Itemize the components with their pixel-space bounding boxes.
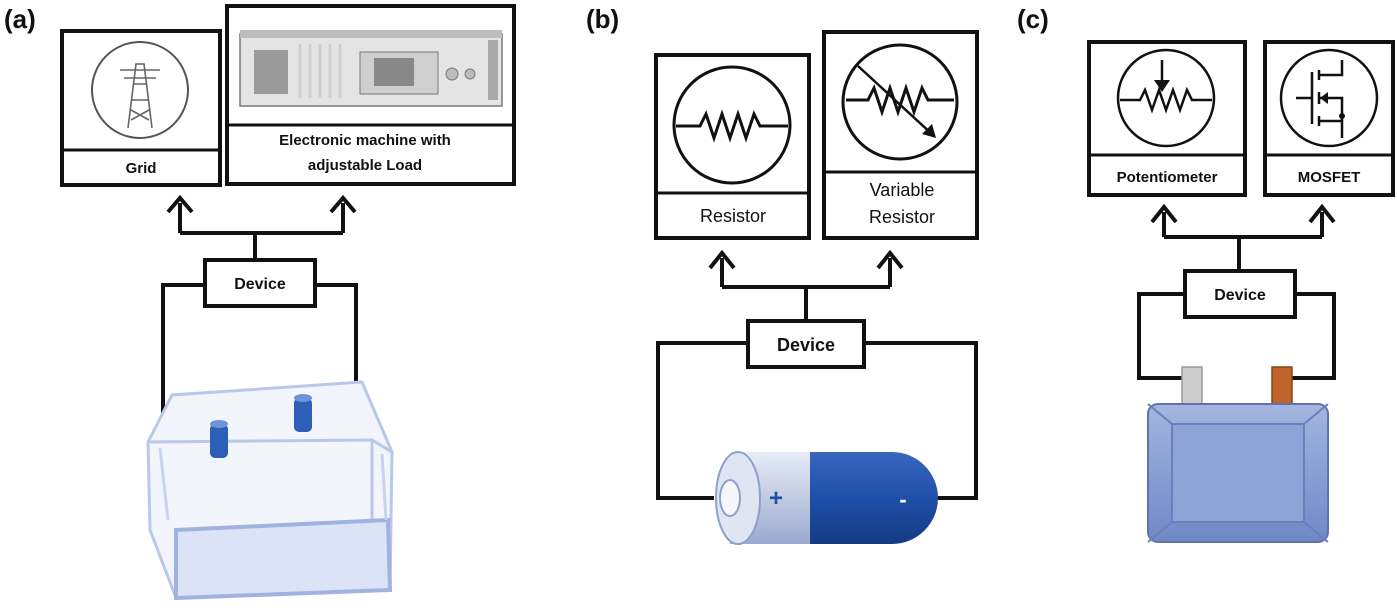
mosfet-icon: [1279, 48, 1379, 148]
panel-a: (a) Grid: [4, 4, 516, 601]
variable-resistor-icon: [841, 43, 959, 161]
panel-b-tag: (b): [586, 4, 619, 34]
electronic-load-machine-icon: [239, 30, 503, 107]
panel-a-tag: (a): [4, 4, 36, 34]
battery-plus-sign: +: [769, 485, 783, 512]
electronic-load-label-line1: Electronic machine with: [279, 132, 451, 149]
electronic-load-box: Electronic machine with adjustable Load: [225, 4, 516, 186]
device-box-b: Device: [746, 319, 866, 369]
grid-label: Grid: [126, 160, 157, 177]
electronic-load-label-line2: adjustable Load: [308, 157, 422, 174]
resistor-label: Resistor: [700, 206, 766, 226]
potentiometer-icon: [1116, 48, 1216, 148]
transmission-tower-icon: [91, 41, 189, 139]
variable-resistor-label-line1: Variable: [870, 180, 935, 200]
panel-b-wiring: [656, 249, 978, 500]
resistor-icon: [672, 65, 792, 185]
device-label-a: Device: [234, 276, 286, 293]
mosfet-label: MOSFET: [1298, 169, 1361, 186]
device-label-b: Device: [777, 335, 835, 355]
device-box-c: Device: [1183, 269, 1297, 319]
panel-c-tag: (c): [1017, 4, 1049, 34]
variable-resistor-label-line2: Resistor: [869, 207, 935, 227]
battery-minus-sign: -: [899, 487, 906, 512]
panel-c-wiring: [1137, 203, 1336, 380]
car-battery-icon: [146, 380, 394, 601]
device-box-a: Device: [203, 258, 317, 308]
panel-b: (b) Resistor Variable Resistor: [586, 4, 979, 545]
cylindrical-battery-icon: + -: [715, 451, 938, 545]
potentiometer-box: Potentiometer: [1087, 40, 1247, 197]
variable-resistor-box: Variable Resistor: [822, 30, 979, 240]
device-label-c: Device: [1214, 287, 1266, 304]
resistor-box: Resistor: [654, 53, 811, 240]
panel-c: (c) Potentiometer MOSFET: [1017, 4, 1395, 543]
mosfet-box: MOSFET: [1263, 40, 1395, 197]
pouch-battery-icon: [1147, 366, 1329, 543]
grid-box: Grid: [60, 29, 222, 187]
potentiometer-label: Potentiometer: [1117, 169, 1218, 186]
